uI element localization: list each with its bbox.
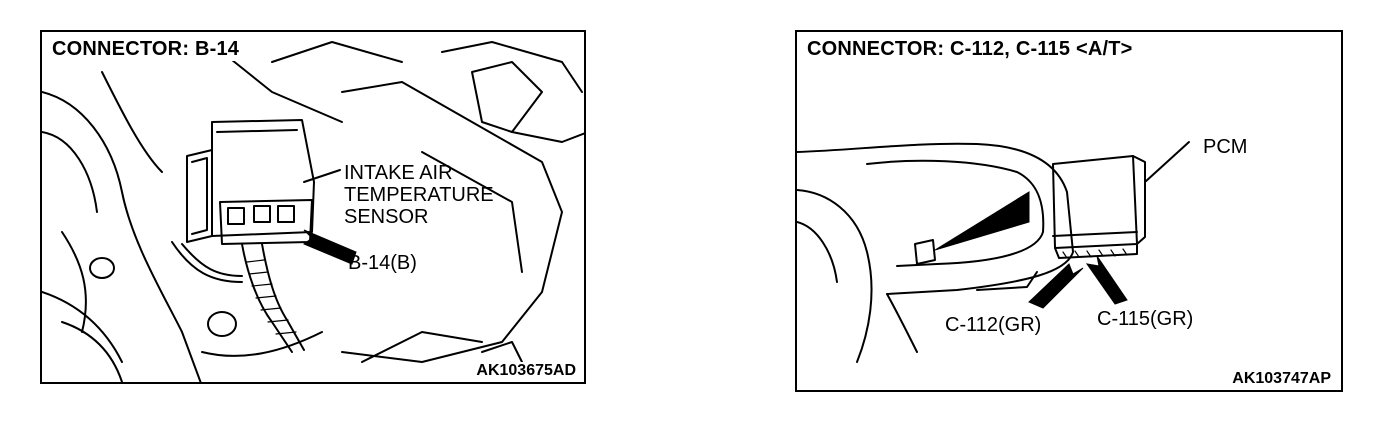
connector-c112-label: C-112(GR) <box>945 314 1042 336</box>
connector-b14-panel: CONNECTOR: B-14 INTAKE AIR TEMPERATURE S… <box>40 30 586 384</box>
sensor-label-line-3: SENSOR <box>344 206 429 228</box>
sensor-label: INTAKE AIR TEMPERATURE SENSOR <box>344 162 494 228</box>
sensor-label-line-2: TEMPERATURE <box>344 184 494 206</box>
figure-code: AK103747AP <box>1230 370 1333 388</box>
figure-code: AK103675AD <box>474 362 578 380</box>
panel-title: CONNECTOR: C-112, C-115 <A/T> <box>807 38 1139 61</box>
connector-c115-label: C-115(GR) <box>1097 308 1194 330</box>
connector-label: B-14(B) <box>348 252 417 274</box>
pcm-label: PCM <box>1203 136 1248 158</box>
engine-bay-illustration <box>42 41 584 382</box>
dashboard-pcm-illustration <box>797 141 1190 363</box>
sensor-label-line-1: INTAKE AIR <box>344 162 453 184</box>
panel-title: CONNECTOR: B-14 <box>52 38 246 61</box>
connector-c112-c115-panel: CONNECTOR: C-112, C-115 <A/T> PCM C-112(… <box>795 30 1343 392</box>
